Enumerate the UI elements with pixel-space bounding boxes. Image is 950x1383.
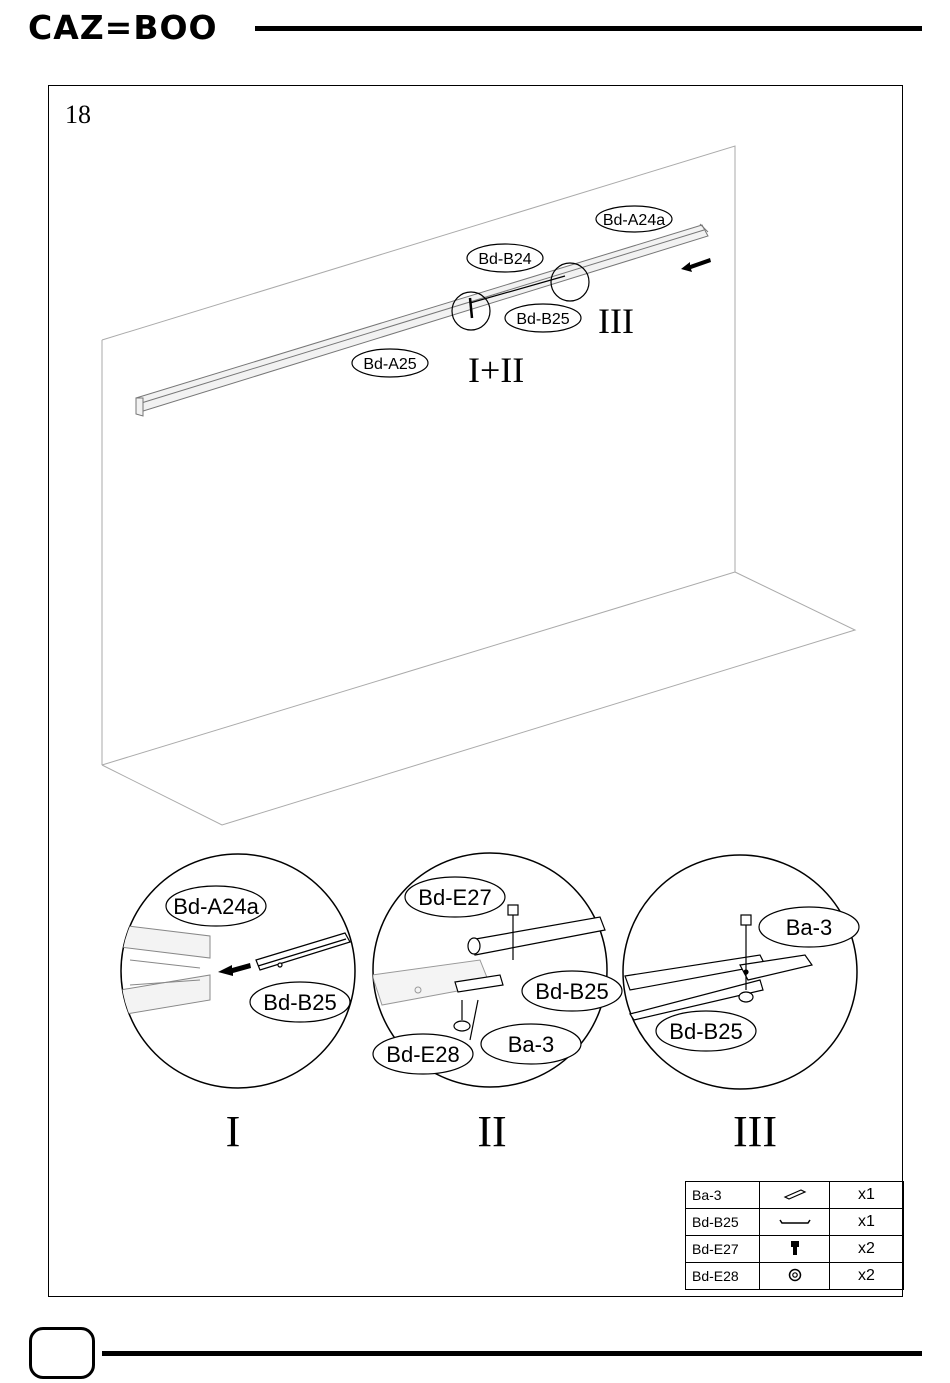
page-number-tab (29, 1327, 95, 1379)
label-bd-a24a: Bd-A24a (603, 212, 665, 229)
detail-i-title: I (226, 1107, 241, 1156)
label-bd-a25: Bd-A25 (363, 356, 416, 373)
marker-i-ii: I+II (468, 350, 524, 390)
detail-ii-label-4: Bd-E28 (386, 1042, 459, 1067)
marker-iii: III (598, 301, 634, 341)
direction-arrow-main (681, 258, 711, 272)
detail-iii-circle (623, 855, 859, 1089)
footer-rule (102, 1351, 922, 1356)
detail-ii-label-3: Ba-3 (508, 1032, 554, 1057)
label-bd-b24: Bd-B24 (478, 251, 531, 268)
detail-iii-title: III (733, 1107, 777, 1156)
detail-i-label-2: Bd-B25 (263, 990, 336, 1015)
part-code: Ba-3 (686, 1182, 760, 1209)
detail-ii-label-2: Bd-B25 (535, 979, 608, 1004)
detail-ii-label-1: Bd-E27 (418, 885, 491, 910)
parts-row: Bd-E28 x2 (686, 1263, 904, 1290)
parts-row: Bd-E27 x2 (686, 1236, 904, 1263)
detail-i-circle (120, 854, 355, 1088)
detail-i-label-1: Bd-A24a (173, 894, 259, 919)
plate-icon (783, 1188, 807, 1200)
detail-iii-label-1: Ba-3 (786, 915, 832, 940)
part-qty: x1 (830, 1182, 904, 1209)
parts-list-table: Ba-3 x1 Bd-B25 x1 Bd-E27 x2 Bd-E28 x2 (685, 1181, 904, 1290)
parts-row: Bd-B25 x1 (686, 1209, 904, 1236)
nut-icon (788, 1268, 802, 1282)
bolt-icon (789, 1240, 801, 1256)
part-code: Bd-E28 (686, 1263, 760, 1290)
part-qty: x2 (830, 1236, 904, 1263)
part-qty: x1 (830, 1209, 904, 1236)
part-code: Bd-B25 (686, 1209, 760, 1236)
detail-iii-label-2: Bd-B25 (669, 1019, 742, 1044)
rail-bracket-icon (778, 1217, 812, 1227)
parts-row: Ba-3 x1 (686, 1182, 904, 1209)
detail-ii-title: II (477, 1107, 506, 1156)
part-code: Bd-E27 (686, 1236, 760, 1263)
part-qty: x2 (830, 1263, 904, 1290)
label-bd-b25: Bd-B25 (516, 311, 569, 328)
